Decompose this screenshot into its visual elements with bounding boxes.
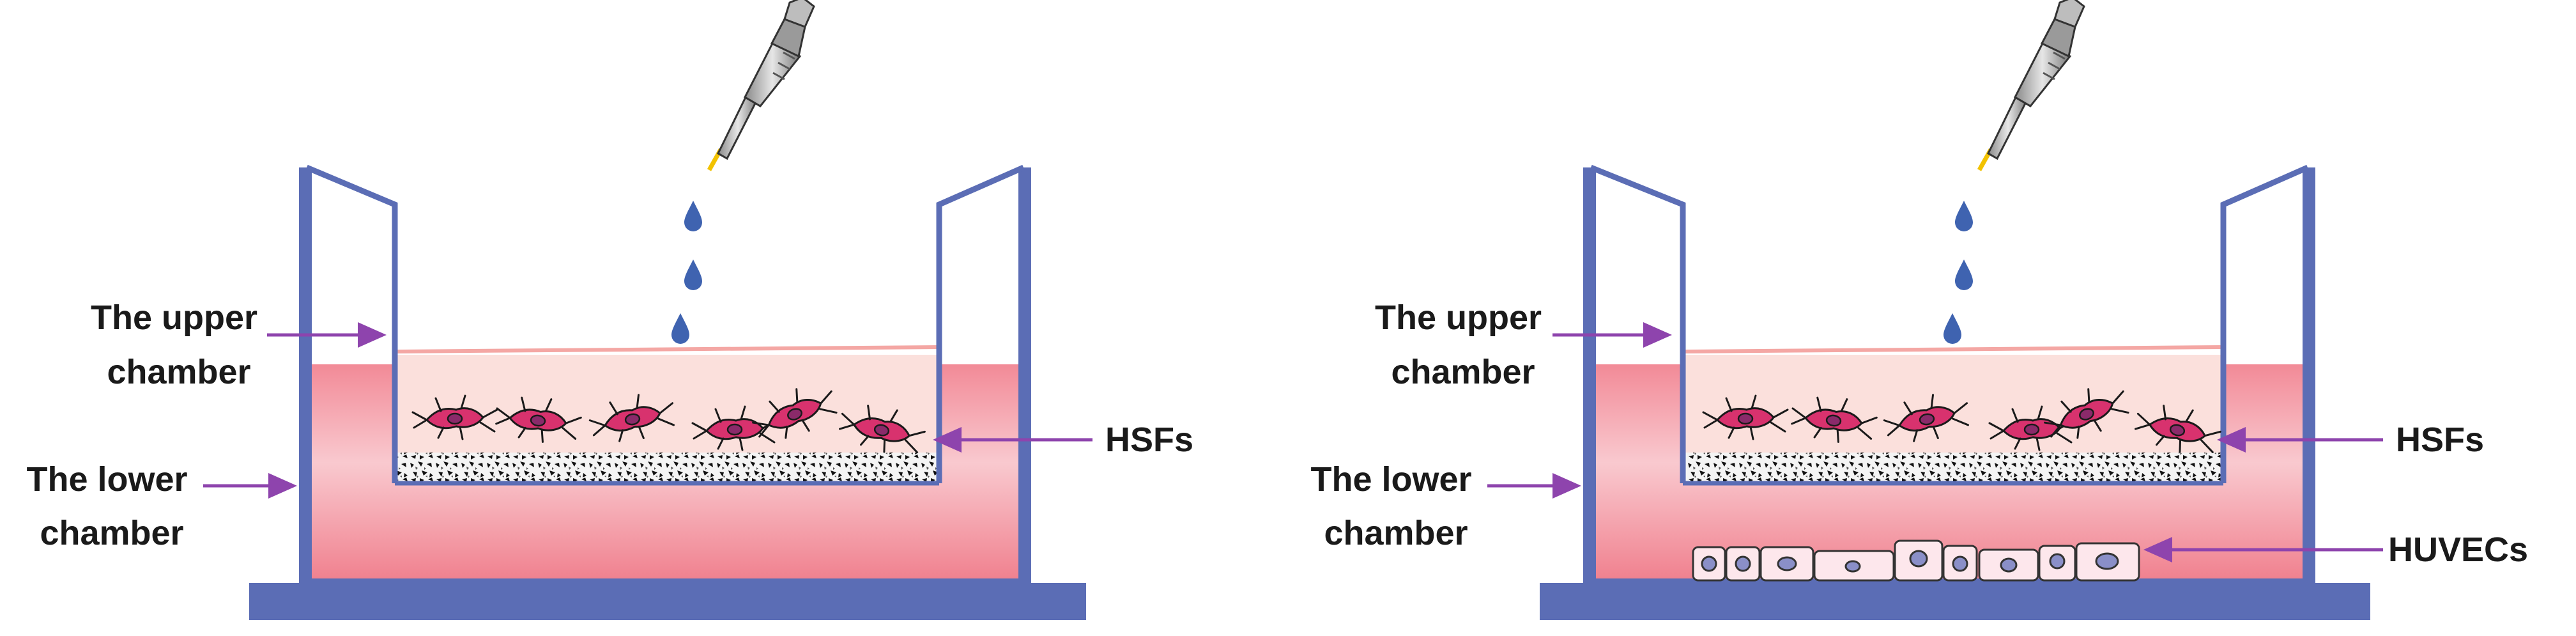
pipette-icon bbox=[709, 0, 814, 170]
panel-right: The upper chamber The lower chamber HSFs… bbox=[1310, 0, 2528, 620]
label-lower-chamber: The lower chamber bbox=[26, 460, 197, 552]
pipette-icon bbox=[1979, 0, 2084, 170]
insert-wall-left bbox=[305, 164, 398, 483]
label-hsfs: HSFs bbox=[2396, 421, 2484, 459]
well-base bbox=[249, 583, 1086, 620]
label-upper-chamber: The upper chamber bbox=[91, 299, 267, 391]
label-hsfs: HSFs bbox=[1105, 421, 1193, 459]
porous-membrane bbox=[1684, 453, 2222, 483]
upper-chamber-medium bbox=[1682, 355, 2225, 454]
medium-droplets bbox=[1943, 201, 1973, 344]
well-base bbox=[1540, 583, 2370, 620]
upper-chamber-medium bbox=[393, 355, 941, 454]
label-upper-chamber: The upper chamber bbox=[1375, 299, 1551, 391]
panel-left: The upper chamber The lower chamber HSFs bbox=[26, 0, 1193, 620]
huvec-cells bbox=[1692, 539, 2140, 582]
medium-droplets bbox=[671, 201, 702, 344]
porous-membrane bbox=[396, 453, 939, 483]
insert-wall-left bbox=[1590, 164, 1686, 483]
label-huvecs: HUVECs bbox=[2388, 531, 2528, 569]
label-lower-chamber: The lower chamber bbox=[1310, 460, 1481, 552]
insert-wall-right bbox=[2220, 164, 2309, 483]
insert-wall-right bbox=[936, 164, 1025, 483]
